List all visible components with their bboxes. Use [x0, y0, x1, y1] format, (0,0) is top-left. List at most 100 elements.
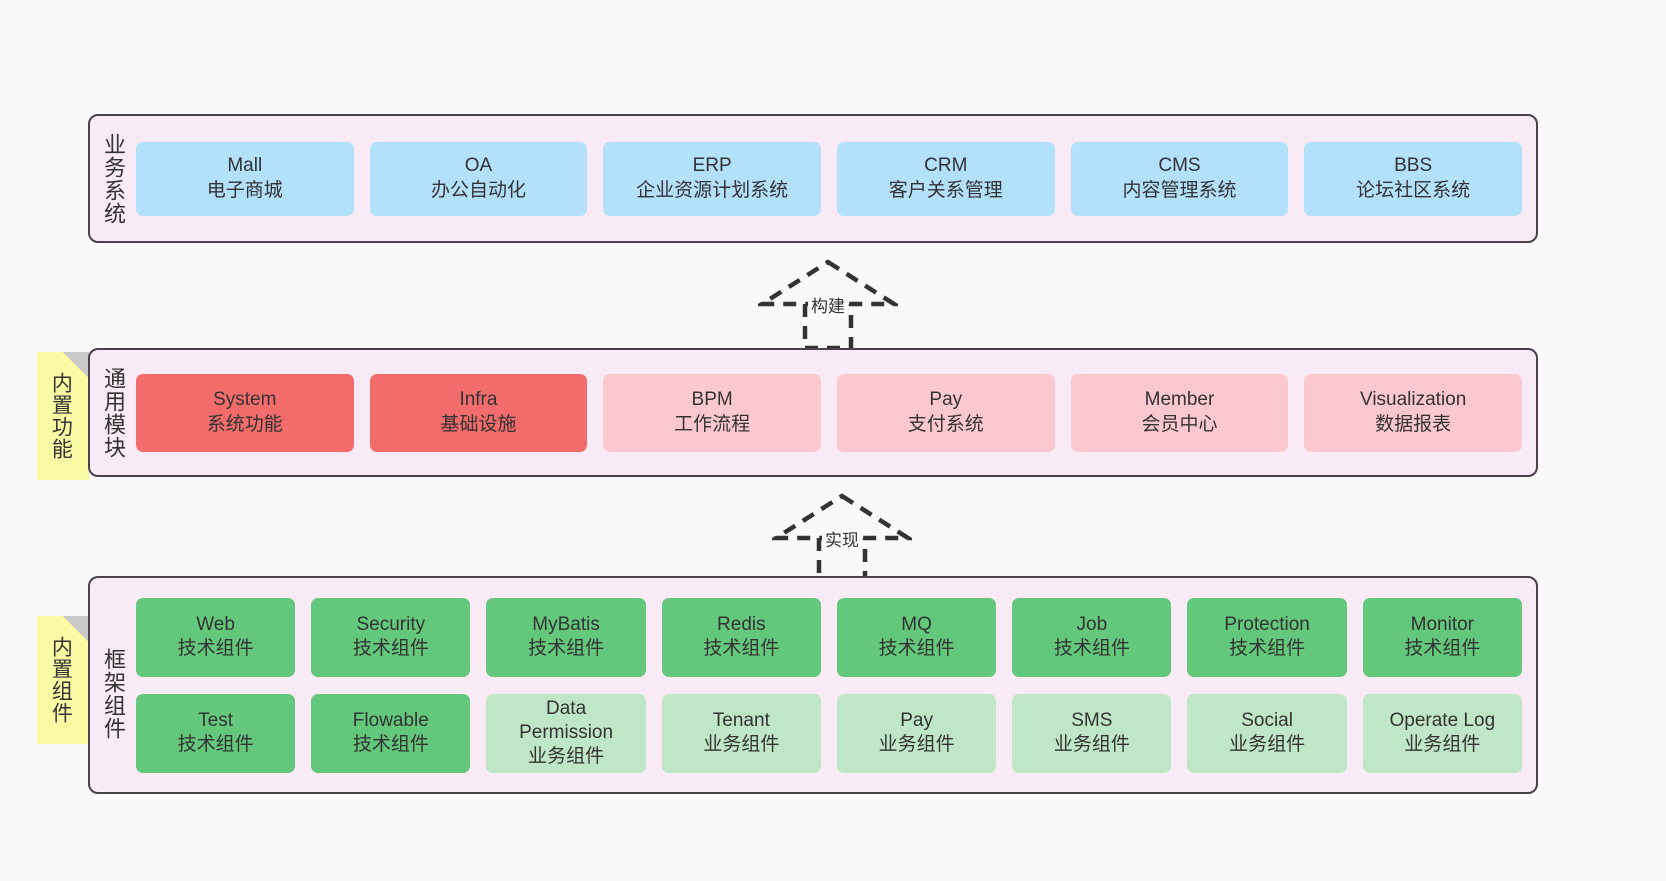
node-row: System 系统功能 Infra 基础设施 BPM 工作流程 Pay 支付系统…: [135, 373, 1522, 452]
folded-corner-icon: [63, 352, 89, 378]
node-oa[interactable]: OA 办公自动化: [369, 141, 588, 216]
node-bbs[interactable]: BBS 论坛社区系统: [1304, 141, 1522, 216]
node-erp[interactable]: ERP 企业资源计划系统: [603, 141, 821, 216]
node-title-cn: 业务组件: [878, 734, 955, 755]
node-title-cn: 技术组件: [177, 734, 254, 755]
node-bpm[interactable]: BPM 工作流程: [603, 373, 821, 452]
layer-common-modules: 通用模块 System 系统功能 Infra 基础设施 BPM 工作流程 Pay…: [88, 348, 1538, 477]
sticky-note-builtin-component: 内置组件: [37, 616, 89, 744]
sticky-note-label: 内置组件: [49, 636, 73, 724]
node-title-en: Security: [356, 613, 426, 635]
node-title-en: Mall: [227, 155, 263, 177]
node-title-en: Visualization: [1359, 389, 1467, 411]
node-title-cn: 技术组件: [703, 638, 780, 659]
node-social[interactable]: Social 业务组件: [1187, 693, 1347, 773]
node-title-cn: 业务组件: [1053, 734, 1130, 755]
node-title-cn: 技术组件: [177, 638, 254, 659]
node-title-en: BBS: [1394, 155, 1433, 177]
layer-body-framework-components: Web 技术组件 Security 技术组件 MyBatis 技术组件 Redi…: [132, 578, 1536, 792]
node-title-cn: 技术组件: [352, 734, 429, 755]
node-title-en: Flowable: [352, 709, 429, 731]
node-title-en: Pay: [900, 709, 933, 731]
node-security[interactable]: Security 技术组件: [311, 597, 471, 677]
node-mall[interactable]: Mall 电子商城: [135, 141, 354, 216]
layer-body-common-modules: System 系统功能 Infra 基础设施 BPM 工作流程 Pay 支付系统…: [132, 350, 1536, 475]
node-title-cn: 业务组件: [528, 746, 605, 768]
node-title-cn: 办公自动化: [430, 179, 526, 201]
node-title-cn: 技术组件: [352, 638, 429, 659]
node-title-cn: 技术组件: [878, 638, 955, 659]
node-title-en: Member: [1144, 389, 1215, 411]
node-title-cn: 技术组件: [1404, 638, 1481, 659]
node-protection[interactable]: Protection 技术组件: [1187, 597, 1347, 677]
node-job[interactable]: Job 技术组件: [1012, 597, 1172, 677]
node-title-en: Social: [1241, 709, 1293, 731]
sticky-note-label: 内置功能: [49, 372, 73, 460]
node-title-en: Redis: [717, 613, 766, 635]
node-title-en: Web: [196, 613, 235, 635]
node-title-en: Pay: [929, 389, 963, 411]
node-title-en: BPM: [691, 389, 733, 411]
node-title-en: ERP: [692, 155, 732, 177]
node-title-cn: 论坛社区系统: [1356, 179, 1471, 201]
node-title-cn: 技术组件: [528, 638, 605, 659]
node-data-permission[interactable]: Data Permission 业务组件: [486, 693, 646, 773]
node-title-cn: 业务组件: [703, 734, 780, 755]
layer-framework-components: 框架组件 Web 技术组件 Security 技术组件 MyBatis 技术组件…: [88, 576, 1538, 794]
node-operate-log[interactable]: Operate Log 业务组件: [1362, 693, 1522, 773]
node-title-en: MyBatis: [532, 613, 600, 635]
node-title-en: Job: [1076, 613, 1108, 635]
node-row: Test 技术组件 Flowable 技术组件 Data Permission …: [135, 693, 1522, 773]
node-test[interactable]: Test 技术组件: [135, 693, 296, 773]
connector-label-build: 构建: [808, 292, 848, 317]
folded-corner-icon: [63, 616, 89, 642]
node-visualization[interactable]: Visualization 数据报表: [1304, 373, 1522, 452]
node-member[interactable]: Member 会员中心: [1070, 373, 1289, 452]
node-title-en: MQ: [901, 613, 932, 635]
node-title-cn: 系统功能: [206, 413, 283, 435]
node-title-en: OA: [464, 155, 493, 177]
node-title-en: System: [213, 389, 277, 411]
layer-label-common-modules: 通用模块: [100, 366, 126, 459]
node-pay-module[interactable]: Pay 支付系统: [836, 373, 1055, 452]
node-mybatis[interactable]: MyBatis 技术组件: [486, 597, 646, 677]
node-title-cn: 电子商城: [206, 179, 283, 201]
layer-label-framework-components: 框架组件: [100, 648, 126, 740]
node-title-cn: 企业资源计划系统: [636, 179, 789, 201]
node-system[interactable]: System 系统功能: [135, 373, 354, 452]
node-redis[interactable]: Redis 技术组件: [661, 597, 821, 677]
node-mq[interactable]: MQ 技术组件: [836, 597, 997, 677]
node-title-cn: 基础设施: [440, 413, 517, 435]
sticky-note-builtin-function: 内置功能: [37, 352, 89, 480]
node-sms[interactable]: SMS 业务组件: [1012, 693, 1172, 773]
node-title-cn: 工作流程: [674, 413, 751, 435]
node-title-cn: 会员中心: [1141, 413, 1218, 435]
node-title-cn: 数据报表: [1375, 413, 1452, 435]
node-monitor[interactable]: Monitor 技术组件: [1362, 597, 1522, 677]
node-title-cn: 内容管理系统: [1122, 179, 1237, 201]
node-web[interactable]: Web 技术组件: [135, 597, 296, 677]
node-title-cn: 业务组件: [1404, 734, 1481, 755]
node-title-cn: 技术组件: [1053, 638, 1130, 659]
node-flowable[interactable]: Flowable 技术组件: [311, 693, 471, 773]
node-title-cn: 支付系统: [907, 413, 984, 435]
node-cms[interactable]: CMS 内容管理系统: [1070, 141, 1289, 216]
node-title-cn: 技术组件: [1229, 638, 1306, 659]
node-title-cn: 客户关系管理: [888, 179, 1003, 201]
node-tenant[interactable]: Tenant 业务组件: [661, 693, 821, 773]
layer-label-business-systems: 业务系统: [100, 132, 126, 225]
connector-build: 构建: [758, 258, 898, 350]
node-title-en: Data Permission: [519, 697, 614, 743]
node-title-en: SMS: [1071, 709, 1113, 731]
connector-realize: 实现: [772, 492, 912, 584]
node-title-en: Operate Log: [1389, 709, 1496, 731]
node-pay-component[interactable]: Pay 业务组件: [836, 693, 997, 773]
node-title-en: Infra: [459, 389, 498, 411]
node-title-en: CMS: [1158, 155, 1201, 177]
node-title-en: Tenant: [712, 709, 770, 731]
node-infra[interactable]: Infra 基础设施: [369, 373, 588, 452]
node-title-en: Monitor: [1410, 613, 1474, 635]
layer-body-business-systems: Mall 电子商城 OA 办公自动化 ERP 企业资源计划系统 CRM 客户关系…: [132, 116, 1536, 241]
node-crm[interactable]: CRM 客户关系管理: [836, 141, 1055, 216]
